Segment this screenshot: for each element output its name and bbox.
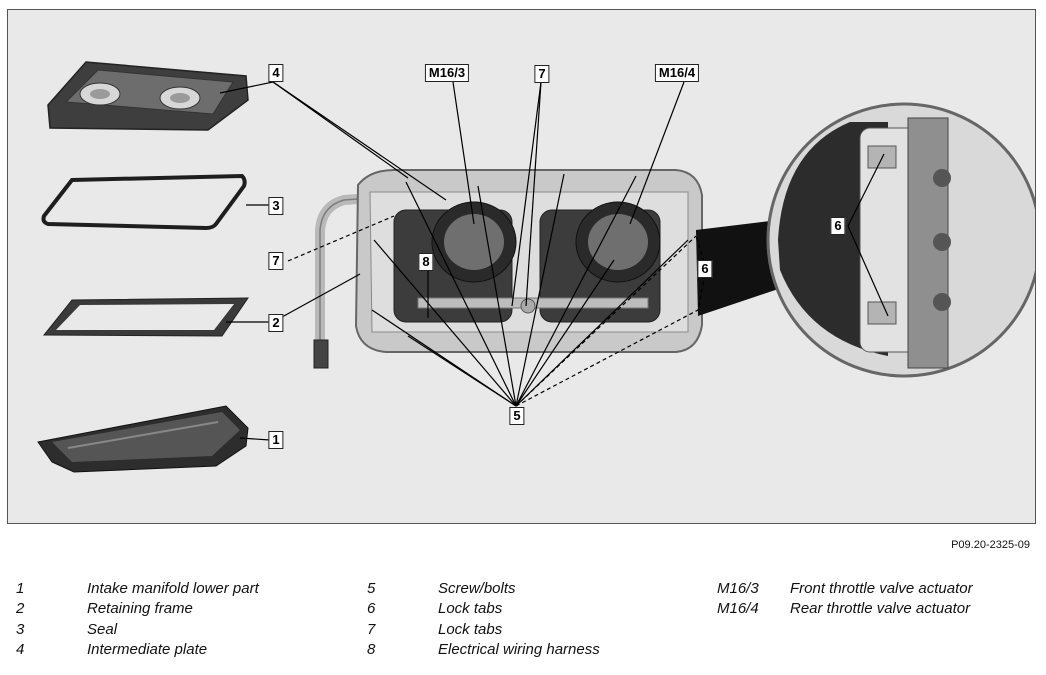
legend-number: 8 xyxy=(367,641,376,659)
legend-text: Electrical wiring harness xyxy=(438,641,600,659)
callout-4: 4 xyxy=(268,64,284,82)
figure-code: P09.20-2325-09 xyxy=(951,539,1030,551)
part-retaining-frame xyxy=(42,297,249,337)
callout-7-top: 7 xyxy=(534,65,550,83)
harness-pipe xyxy=(313,191,399,369)
exploded-view-figure: 4 3 7 2 1 M16/3 7 M16/4 8 6 6 5 xyxy=(7,9,1036,524)
callout-m16-4: M16/4 xyxy=(654,64,700,82)
legend-number: M16/4 xyxy=(717,600,759,618)
legend-text: Front throttle valve actuator xyxy=(790,579,973,597)
legend-text: Screw/bolts xyxy=(438,579,516,597)
callout-m16-3: M16/3 xyxy=(424,64,470,82)
legend-text: Intermediate plate xyxy=(87,641,208,659)
legend-item: 6 Lock tabs xyxy=(367,599,600,620)
callout-3: 3 xyxy=(268,197,284,215)
legend-text: Seal xyxy=(87,620,118,638)
detail-magnifier xyxy=(696,102,1035,378)
legend-text: Lock tabs xyxy=(438,600,503,618)
callout-7-left: 7 xyxy=(268,252,284,270)
callout-6-detail: 6 xyxy=(830,217,846,235)
legend-text: Lock tabs xyxy=(438,620,503,638)
legend-item: 7 Lock tabs xyxy=(367,619,600,640)
legend-item: M16/3 Front throttle valve actuator xyxy=(717,578,973,599)
part-intermediate-plate xyxy=(47,61,249,131)
legend-column-1: 1 Intake manifold lower part 2 Retaining… xyxy=(16,578,259,660)
legend-number: 4 xyxy=(16,641,25,659)
legend-number: M16/3 xyxy=(717,579,759,597)
legend-column-3: M16/3 Front throttle valve actuator M16/… xyxy=(717,578,973,619)
legend-item: M16/4 Rear throttle valve actuator xyxy=(717,599,973,620)
legend-item: 1 Intake manifold lower part xyxy=(16,578,259,599)
legend-number: 6 xyxy=(367,600,376,618)
legend-number: 2 xyxy=(16,600,25,618)
legend-number: 3 xyxy=(16,620,25,638)
legend-number: 7 xyxy=(367,620,376,638)
legend-column-2: 5 Screw/bolts 6 Lock tabs 7 Lock tabs 8 … xyxy=(367,578,600,660)
legend-item: 2 Retaining frame xyxy=(16,599,259,620)
callout-5: 5 xyxy=(509,407,525,425)
legend-item: 3 Seal xyxy=(16,619,259,640)
legend-item: 4 Intermediate plate xyxy=(16,640,259,661)
callout-1: 1 xyxy=(268,431,284,449)
part-intake-manifold-lower xyxy=(37,405,249,473)
callout-8: 8 xyxy=(418,253,434,271)
legend-item: 5 Screw/bolts xyxy=(367,578,600,599)
legend-number: 1 xyxy=(16,579,25,597)
legend-item: 8 Electrical wiring harness xyxy=(367,640,600,661)
leader-lines xyxy=(219,81,889,441)
legend-text: Retaining frame xyxy=(87,600,193,618)
legend-text: Intake manifold lower part xyxy=(87,579,259,597)
part-seal xyxy=(41,173,247,231)
callout-6-main: 6 xyxy=(697,260,713,278)
callout-2: 2 xyxy=(268,314,284,332)
legend-number: 5 xyxy=(367,579,376,597)
exploded-view-drawing xyxy=(37,61,1035,473)
legend-text: Rear throttle valve actuator xyxy=(790,600,971,618)
